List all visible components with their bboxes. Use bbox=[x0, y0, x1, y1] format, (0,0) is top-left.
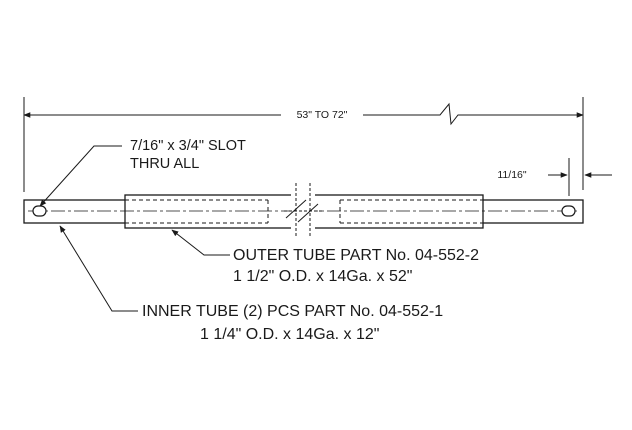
overall-dimension-label: 53" TO 72" bbox=[297, 109, 348, 121]
outer-tube-line1: OUTER TUBE PART No. 04-552-2 bbox=[233, 247, 479, 264]
slot-leader-line bbox=[39, 145, 122, 207]
right-slot bbox=[561, 205, 576, 217]
break-gap bbox=[291, 190, 315, 234]
slot-note-line2: THRU ALL bbox=[130, 156, 199, 172]
inner-tube-callout: INNER TUBE (2) PCS PART No. 04-552-1 1 1… bbox=[59, 225, 443, 343]
outer-tube-callout: OUTER TUBE PART No. 04-552-2 1 1/2" O.D.… bbox=[171, 229, 479, 285]
outer-tube-line2: 1 1/2" O.D. x 14Ga. x 52" bbox=[233, 268, 412, 285]
inner-tube-line2: 1 1/4" O.D. x 14Ga. x 12" bbox=[200, 326, 379, 343]
end-dimension: 11/16" bbox=[497, 158, 612, 196]
dimension-text-gap bbox=[281, 106, 363, 122]
end-dimension-label: 11/16" bbox=[497, 169, 526, 181]
overall-dimension-line bbox=[23, 102, 584, 126]
slot-callout: 7/16" x 3/4" SLOT THRU ALL bbox=[39, 138, 246, 207]
overall-dimension: 53" TO 72" bbox=[23, 97, 584, 192]
outer-tube-leader-line bbox=[171, 229, 230, 256]
slot-outline-right bbox=[561, 205, 576, 217]
slot-outline-left bbox=[32, 205, 47, 217]
inner-tube-line1: INNER TUBE (2) PCS PART No. 04-552-1 bbox=[142, 303, 443, 320]
slot-note-line1: 7/16" x 3/4" SLOT bbox=[130, 138, 246, 154]
break-slash-1 bbox=[285, 199, 307, 219]
left-slot bbox=[32, 205, 47, 217]
break-symbol bbox=[284, 183, 322, 236]
inner-tube-leader-line bbox=[59, 225, 138, 312]
break-slash-2 bbox=[297, 203, 319, 223]
